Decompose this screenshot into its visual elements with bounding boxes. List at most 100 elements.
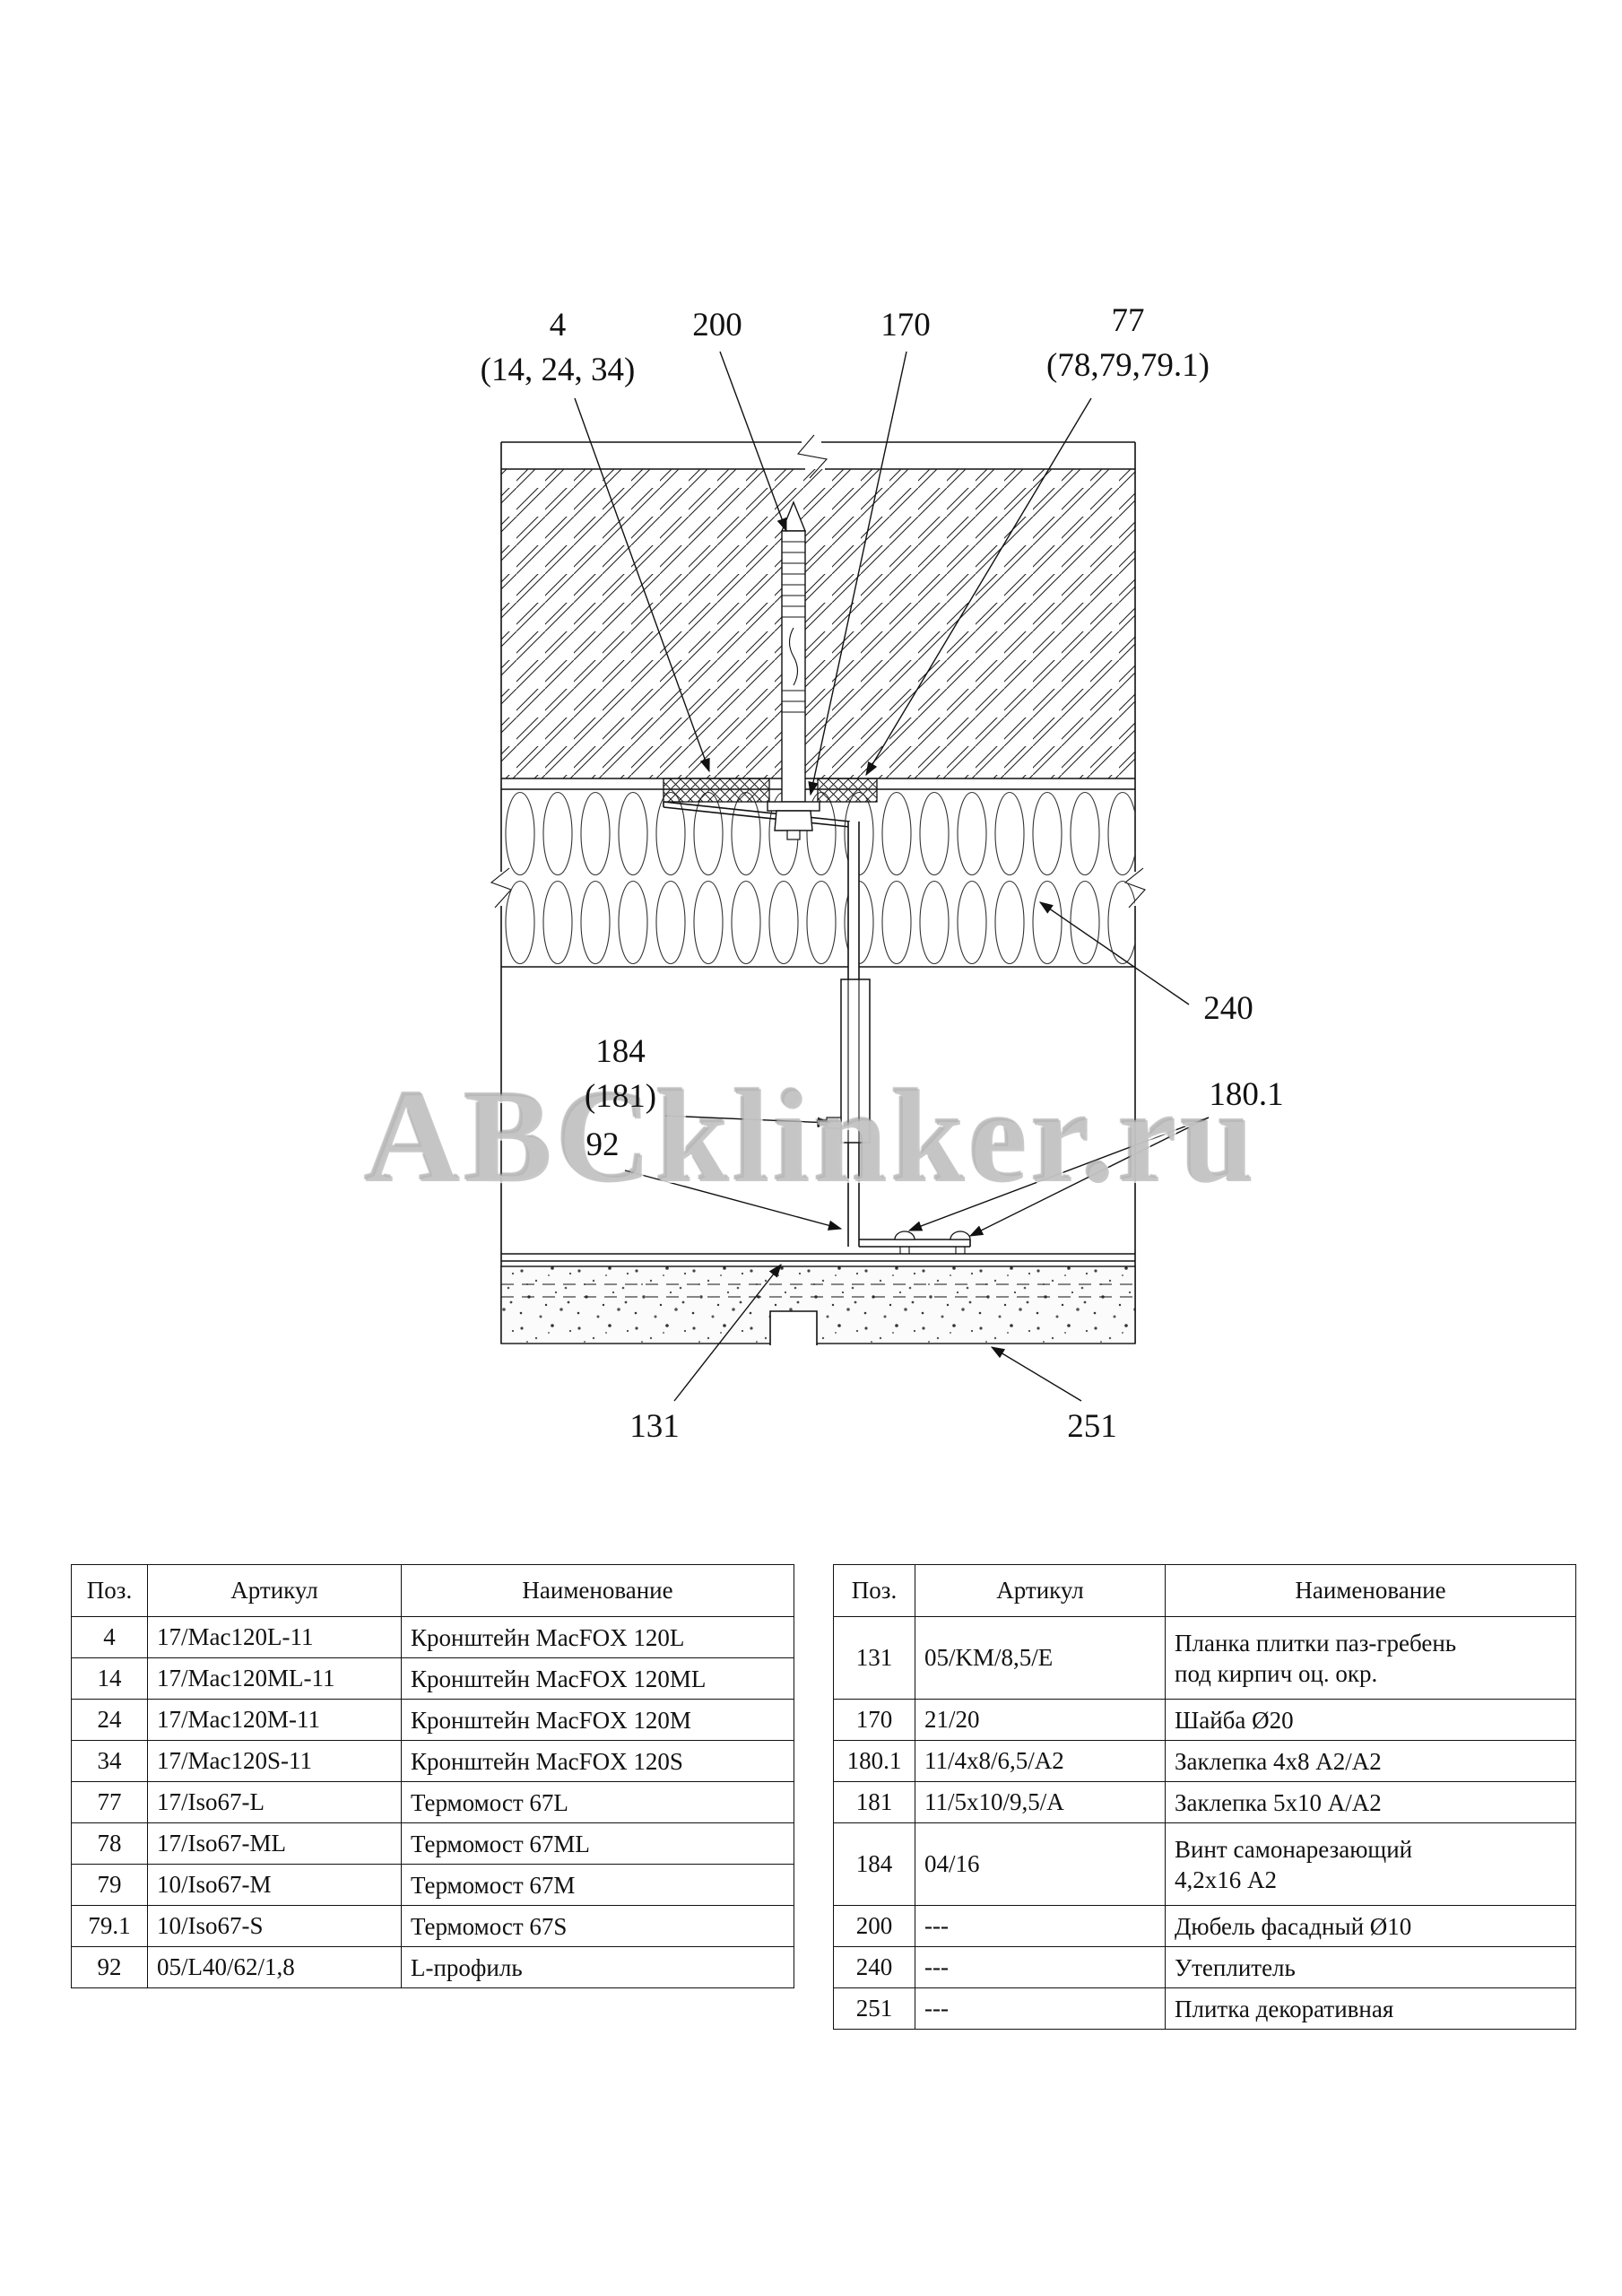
cell-name: Кронштейн MacFOX 120L xyxy=(401,1616,794,1658)
callout-insulation-main: 240 xyxy=(1203,990,1253,1027)
bracket-arm xyxy=(663,801,851,828)
cell-article: 05/L40/62/1,8 xyxy=(147,1946,402,1988)
table-row: 77 17/Iso67-L Термомост 67L xyxy=(71,1781,794,1823)
col-header-name: Наименование xyxy=(1165,1564,1576,1617)
cell-pos: 78 xyxy=(71,1822,148,1865)
cell-pos: 200 xyxy=(833,1905,915,1947)
cell-pos: 184 xyxy=(833,1822,915,1906)
table-row: 184 04/16 Винт самонарезающий 4,2x16 А2 xyxy=(833,1822,1576,1906)
table-row: 4 17/Mac120L-11 Кронштейн MacFOX 120L xyxy=(71,1616,794,1658)
table-row: 79 10/Iso67-M Термомост 67M xyxy=(71,1864,794,1906)
cell-name: Термомост 67ML xyxy=(401,1822,794,1865)
callout-bracket-main: 4 xyxy=(549,307,567,344)
cell-pos: 34 xyxy=(71,1740,148,1782)
cell-name: Термомост 67M xyxy=(401,1864,794,1906)
callout-plank-main: 131 xyxy=(629,1408,680,1445)
cell-article: 04/16 xyxy=(915,1822,1166,1906)
cell-article: 11/5x10/9,5/A xyxy=(915,1781,1166,1823)
cell-name: Термомост 67S xyxy=(401,1905,794,1947)
col-header-article: Артикул xyxy=(147,1564,402,1617)
col-header-pos: Поз. xyxy=(833,1564,915,1617)
cell-pos: 181 xyxy=(833,1781,915,1823)
callout-tile: 251 xyxy=(1067,1405,1117,1449)
parts-table-left: Поз. Артикул Наименование 4 17/Mac120L-1… xyxy=(71,1564,794,1988)
table-header-row: Поз. Артикул Наименование xyxy=(833,1564,1576,1617)
cell-name: Шайба Ø20 xyxy=(1165,1699,1576,1741)
wall-section xyxy=(501,469,1135,779)
cell-article: 11/4x8/6,5/A2 xyxy=(915,1740,1166,1782)
cell-pos: 92 xyxy=(71,1946,148,1988)
callout-thermo-main: 77 xyxy=(1111,302,1145,339)
cell-name: Планка плитки паз-гребень под кирпич оц.… xyxy=(1165,1616,1576,1700)
cell-pos: 131 xyxy=(833,1616,915,1700)
vertical-profile xyxy=(817,822,871,1247)
cell-article: 10/Iso67-M xyxy=(147,1864,402,1906)
callout-bracket-sub: (14, 24, 34) xyxy=(480,352,636,388)
table-row: 78 17/Iso67-ML Термомост 67ML xyxy=(71,1822,794,1865)
cell-article: 17/Mac120L-11 xyxy=(147,1616,402,1658)
cell-pos: 170 xyxy=(833,1699,915,1741)
callout-plank: 131 xyxy=(629,1405,680,1449)
cell-pos: 251 xyxy=(833,1987,915,2030)
cell-name: Заклепка 5x10 А/А2 xyxy=(1165,1781,1576,1823)
callout-lprofile-main: 92 xyxy=(585,1126,620,1163)
cell-article: 17/Mac120M-11 xyxy=(147,1699,402,1741)
cell-pos: 79.1 xyxy=(71,1905,148,1947)
cell-pos: 180.1 xyxy=(833,1740,915,1782)
col-header-name: Наименование xyxy=(401,1564,794,1617)
cell-pos: 79 xyxy=(71,1864,148,1906)
table-row: 200 --- Дюбель фасадный Ø10 xyxy=(833,1905,1576,1947)
cell-name: Утеплитель xyxy=(1165,1946,1576,1988)
cell-article: 21/20 xyxy=(915,1699,1166,1741)
table-row: 181 11/5x10/9,5/A Заклепка 5x10 А/А2 xyxy=(833,1781,1576,1823)
tile-plank xyxy=(501,1253,1135,1262)
callout-dowel-main: 200 xyxy=(692,307,742,344)
cell-article: 17/Iso67-L xyxy=(147,1781,402,1823)
callout-screw-sub: (181) xyxy=(584,1078,657,1115)
table-row: 180.1 11/4x8/6,5/A2 Заклепка 4x8 А2/А2 xyxy=(833,1740,1576,1782)
cell-name: Кронштейн MacFOX 120ML xyxy=(401,1657,794,1700)
tile-layer xyxy=(500,1265,1136,1347)
callout-screw-main: 184 xyxy=(595,1033,646,1070)
rivet-left xyxy=(894,1231,915,1240)
cell-name: Кронштейн MacFOX 120M xyxy=(401,1699,794,1741)
table-header-row: Поз. Артикул Наименование xyxy=(71,1564,794,1617)
callout-washer: 170 xyxy=(880,303,931,348)
thermal-break-pads xyxy=(663,778,878,803)
cell-article: --- xyxy=(915,1946,1166,1988)
anchor-dowel xyxy=(767,500,820,840)
callout-lprofile: 92 xyxy=(586,1123,620,1168)
table-row: 24 17/Mac120M-11 Кронштейн MacFOX 120M xyxy=(71,1699,794,1741)
cell-pos: 77 xyxy=(71,1781,148,1823)
callout-thermo: 77 (78,79,79.1) xyxy=(1046,299,1210,388)
technical-drawing xyxy=(490,351,1210,1402)
cell-pos: 24 xyxy=(71,1699,148,1741)
cell-name: Винт самонарезающий 4,2x16 А2 xyxy=(1165,1822,1576,1906)
callout-washer-main: 170 xyxy=(880,307,931,344)
parts-table-right: Поз. Артикул Наименование 131 05/KM/8,5/… xyxy=(833,1564,1576,2030)
l-profile xyxy=(859,1231,971,1254)
cell-article: 17/Mac120ML-11 xyxy=(147,1657,402,1700)
cell-name: Дюбель фасадный Ø10 xyxy=(1165,1905,1576,1947)
callout-tile-main: 251 xyxy=(1067,1408,1117,1445)
col-header-article: Артикул xyxy=(915,1564,1166,1617)
callout-thermo-sub: (78,79,79.1) xyxy=(1046,347,1210,384)
insulation-layer xyxy=(501,788,1135,968)
cell-article: 17/Iso67-ML xyxy=(147,1822,402,1865)
callout-screw: 184 (181) xyxy=(585,1030,656,1119)
table-row: 240 --- Утеплитель xyxy=(833,1946,1576,1988)
cell-name: Кронштейн MacFOX 120S xyxy=(401,1740,794,1782)
callout-insulation: 240 xyxy=(1203,987,1253,1031)
cell-article: --- xyxy=(915,1987,1166,2030)
cell-name: Термомост 67L xyxy=(401,1781,794,1823)
table-row: 34 17/Mac120S-11 Кронштейн MacFOX 120S xyxy=(71,1740,794,1782)
table-row: 92 05/L40/62/1,8 L-профиль xyxy=(71,1946,794,1988)
cell-name: Плитка декоративная xyxy=(1165,1987,1576,2030)
leader-lines xyxy=(574,351,1210,1402)
table-row: 251 --- Плитка декоративная xyxy=(833,1987,1576,2030)
cell-article: --- xyxy=(915,1905,1166,1947)
cell-name: L-профиль xyxy=(401,1946,794,1988)
cell-article: 05/KM/8,5/E xyxy=(915,1616,1166,1700)
callout-rivet: 180.1 xyxy=(1209,1073,1283,1118)
